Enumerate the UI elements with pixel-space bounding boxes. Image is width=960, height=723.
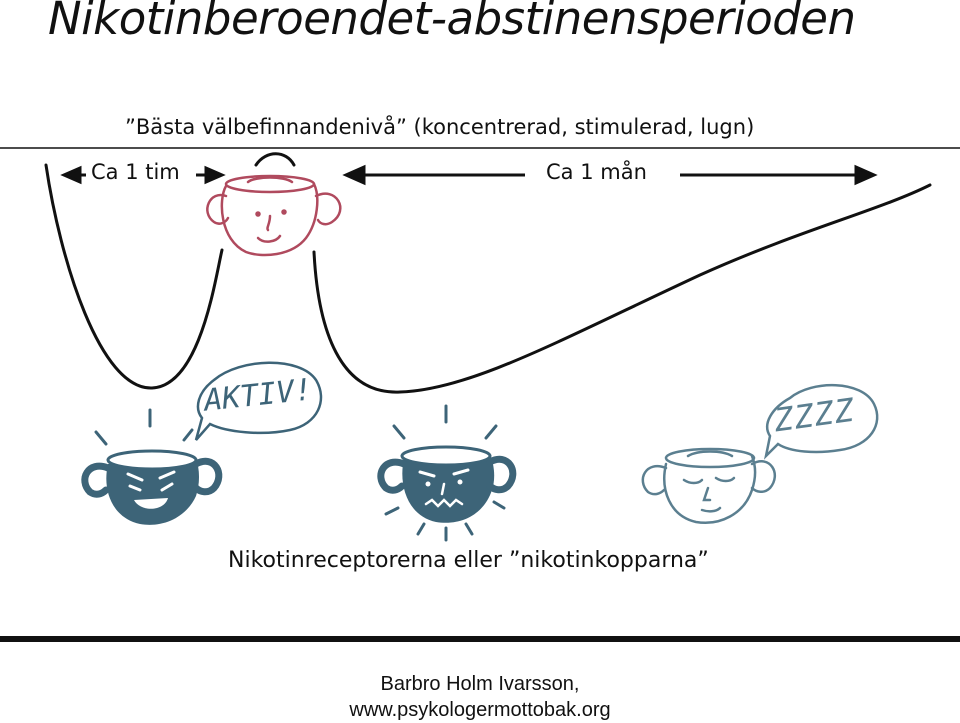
nicotine-withdrawal-curve	[312, 183, 932, 394]
duration-long-label: Ca 1 mån	[546, 160, 647, 184]
nicotine-peak-curve	[254, 152, 296, 167]
footer-author: Barbro Holm Ivarsson,	[380, 673, 580, 695]
sleeping-cup-icon	[641, 447, 777, 524]
active-cup-icon	[81, 408, 223, 525]
optimal-level-label: ”Bästa välbefinnandenivå” (koncentrerad,…	[125, 115, 755, 139]
footer-divider	[0, 636, 960, 642]
stressed-cup-icon	[377, 404, 517, 542]
duration-short-label: Ca 1 tim	[91, 160, 180, 184]
speech-bubble-active	[194, 361, 323, 441]
speech-bubble-sleep	[763, 383, 879, 460]
duration-long-arrow	[342, 164, 878, 186]
footer-website[interactable]: www.psykologermottobak.org	[349, 699, 611, 721]
nicotine-level-curve	[44, 163, 224, 390]
duration-short-arrow	[60, 165, 226, 185]
page-title: Nikotinberoendet-abstinensperioden	[48, 0, 856, 45]
satisfied-cup-icon	[206, 174, 342, 257]
cups-caption: Nikotinreceptorerna eller ”nikotinkoppar…	[228, 548, 709, 573]
